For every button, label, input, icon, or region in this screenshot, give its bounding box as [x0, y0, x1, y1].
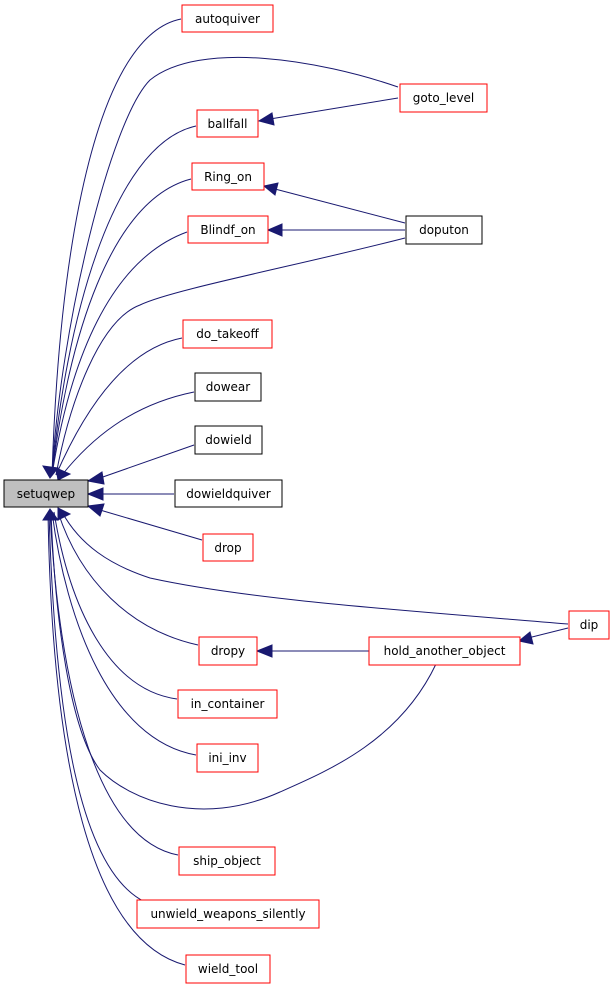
node-blindf_on-label: Blindf_on	[200, 223, 255, 237]
edge-ini_inv-to-setuqwep	[51, 511, 197, 756]
arrowhead-from-dowieldquiver	[86, 487, 104, 501]
arrowhead-into-setuqwep-bottom-right	[57, 507, 72, 521]
edges-layer	[42, 18, 569, 966]
node-unwield_weapons_silently[interactable]: unwield_weapons_silently	[136, 899, 320, 929]
node-autoquiver[interactable]: autoquiver	[181, 4, 274, 33]
node-ballfall[interactable]: ballfall	[196, 109, 259, 138]
node-ring_on-label: Ring_on	[204, 170, 252, 184]
node-autoquiver-box	[181, 4, 274, 33]
node-in_container-box	[177, 689, 278, 719]
node-dowear-label: dowear	[206, 380, 251, 394]
arrowhead-into-hold_another_object	[517, 631, 534, 645]
node-do_takeoff-label: do_takeoff	[196, 327, 259, 341]
node-ship_object-label: ship_object	[193, 854, 261, 868]
node-dowield-label: dowield	[205, 433, 251, 447]
node-doputon[interactable]: doputon	[405, 215, 483, 245]
edge-dowear-to-setuqwep	[61, 391, 195, 476]
node-do_takeoff-box	[182, 319, 273, 349]
edge-hold_another_object-to-setuqwep	[50, 511, 437, 810]
edge-goto_level-to-ballfall	[269, 97, 399, 120]
node-blindf_on[interactable]: Blindf_on	[187, 215, 269, 244]
node-dip-label: dip	[580, 618, 599, 632]
edge-unwield_weapons_silently-to-setuqwep	[48, 511, 146, 903]
node-drop-box	[202, 533, 254, 562]
node-ship_object[interactable]: ship_object	[178, 846, 276, 876]
node-dip-box	[568, 610, 610, 640]
node-dropy-box	[198, 636, 258, 666]
node-ship_object-box	[178, 846, 276, 876]
edge-dropy-to-setuqwep	[57, 511, 199, 646]
node-unwield_weapons_silently-label: unwield_weapons_silently	[150, 907, 305, 921]
node-do_takeoff[interactable]: do_takeoff	[182, 319, 273, 349]
node-ini_inv-box	[196, 743, 259, 773]
edge-do_takeoff-to-setuqwep	[55, 337, 183, 476]
node-dowear-box	[194, 372, 262, 402]
nodes-layer: setuqwep autoquiver goto_level ballfall …	[3, 4, 610, 984]
node-dropy[interactable]: dropy	[198, 636, 258, 666]
node-dowear[interactable]: dowear	[194, 372, 262, 402]
edge-ship_object-to-setuqwep	[49, 511, 179, 856]
arrowhead-into-setuqwep-top-right	[55, 467, 72, 481]
node-ring_on[interactable]: Ring_on	[191, 162, 265, 191]
edge-ring_on-to-setuqwep	[51, 178, 192, 476]
node-dowieldquiver[interactable]: dowieldquiver	[174, 479, 283, 508]
arrowhead-into-blindf_on	[266, 223, 283, 237]
node-ring_on-box	[191, 162, 265, 191]
node-dowieldquiver-label: dowieldquiver	[186, 487, 270, 501]
edge-blindf_on-to-setuqwep	[51, 231, 188, 476]
node-in_container[interactable]: in_container	[177, 689, 278, 719]
node-hold_another_object[interactable]: hold_another_object	[368, 636, 521, 666]
node-drop[interactable]: drop	[202, 533, 254, 562]
node-autoquiver-label: autoquiver	[195, 12, 260, 26]
node-ballfall-label: ballfall	[208, 117, 248, 131]
edge-in_container-to-setuqwep	[53, 511, 178, 700]
edge-dip-to-setuqwep	[61, 511, 569, 625]
node-wield_tool[interactable]: wield_tool	[185, 954, 271, 984]
edge-dowield-to-setuqwep	[99, 444, 195, 479]
node-hold_another_object-label: hold_another_object	[384, 644, 506, 658]
edge-drop-to-setuqwep	[99, 509, 203, 541]
arrowhead-into-ring_on	[262, 182, 279, 196]
edge-ballfall-to-setuqwep	[51, 125, 197, 476]
edge-dip-to-hold_another_object	[527, 627, 569, 639]
node-doputon-label: doputon	[419, 223, 469, 237]
edge-autoquiver-to-setuqwep	[51, 18, 182, 476]
node-dropy-label: dropy	[211, 644, 245, 658]
node-ballfall-box	[196, 109, 259, 138]
edge-doputon-to-setuqwep	[55, 237, 406, 476]
node-unwield_weapons_silently-box	[136, 899, 320, 929]
node-dowield-box	[194, 425, 263, 455]
node-goto_level[interactable]: goto_level	[399, 83, 488, 113]
node-ini_inv-label: ini_inv	[208, 751, 246, 765]
node-dip[interactable]: dip	[568, 610, 610, 640]
node-goto_level-label: goto_level	[413, 91, 475, 105]
node-in_container-label: in_container	[191, 697, 265, 711]
node-dowieldquiver-box	[174, 479, 283, 508]
arrowhead-into-setuqwep-bottom	[42, 508, 59, 521]
node-hold_another_object-box	[368, 636, 521, 666]
arrowhead-from-dowield	[86, 471, 105, 485]
arrowhead-into-ballfall	[257, 112, 275, 126]
arrowhead-from-drop	[86, 503, 105, 517]
edge-goto_level-to-setuqwep	[51, 56, 399, 476]
node-ini_inv[interactable]: ini_inv	[196, 743, 259, 773]
node-setuqwep[interactable]: setuqwep	[3, 479, 89, 508]
node-dowield[interactable]: dowield	[194, 425, 263, 455]
node-setuqwep-box	[3, 479, 89, 508]
arrowhead-into-setuqwep-top	[42, 465, 59, 479]
node-goto_level-box	[399, 83, 488, 113]
node-blindf_on-box	[187, 215, 269, 244]
node-wield_tool-label: wield_tool	[198, 962, 258, 976]
edge-doputon-to-ring_on	[274, 188, 406, 224]
node-doputon-box	[405, 215, 483, 245]
node-wield_tool-box	[185, 954, 271, 984]
node-drop-label: drop	[214, 541, 241, 555]
arrowhead-into-dropy	[255, 644, 273, 658]
edge-wield_tool-to-setuqwep	[47, 511, 186, 966]
node-setuqwep-label: setuqwep	[17, 487, 75, 501]
